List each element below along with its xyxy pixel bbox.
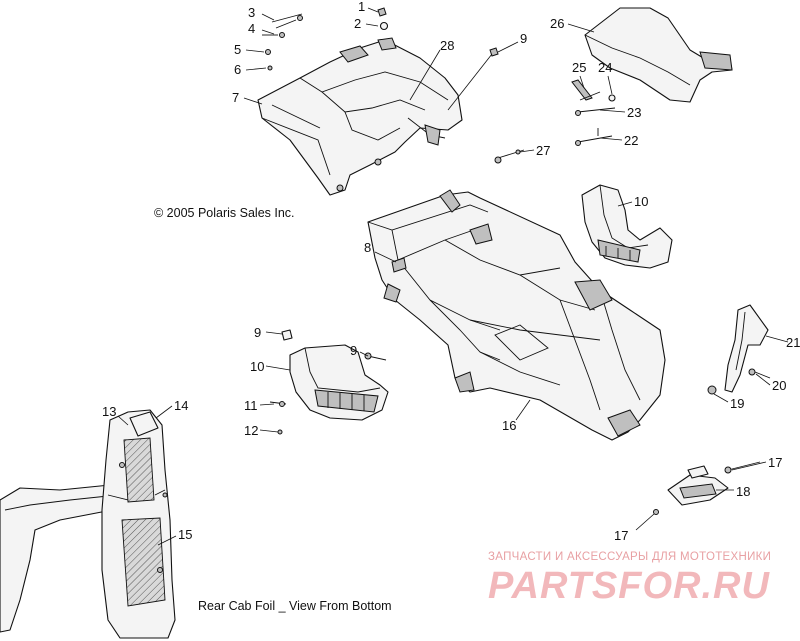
callout-14: 14 (174, 398, 188, 413)
callout-18: 18 (736, 484, 750, 499)
watermark: ЗАПЧАСТИ И АКСЕССУАРЫ ДЛЯ МОТОТЕХНИКИ PA… (488, 551, 771, 607)
callout-24: 24 (598, 60, 612, 75)
copyright-notice: © 2005 Polaris Sales Inc. (154, 206, 295, 220)
seat-latch-hardware (571, 79, 616, 146)
callout-11: 11 (244, 398, 258, 413)
inset-caption: Rear Cab Foil _ View From Bottom (198, 599, 392, 613)
footwell-right (581, 184, 673, 269)
callout-20: 20 (772, 378, 786, 393)
footwell-left (289, 344, 389, 421)
callout-10-right: 10 (634, 194, 648, 209)
callout-12: 12 (244, 423, 258, 438)
skid-plate-18 (653, 461, 761, 515)
leader-lines (117, 7, 789, 546)
callout-25: 25 (572, 60, 586, 75)
callout-4: 4 (248, 21, 255, 36)
seat (584, 7, 733, 103)
callout-17-top: 17 (768, 455, 782, 470)
callout-26: 26 (550, 16, 564, 31)
callout-9-left: 9 (254, 325, 261, 340)
callout-1: 1 (358, 0, 365, 14)
callout-27: 27 (536, 143, 550, 158)
callout-7: 7 (232, 90, 239, 105)
callout-13: 13 (102, 404, 116, 419)
callout-2: 2 (354, 16, 361, 31)
callout-10-left: 10 (250, 359, 264, 374)
callout-17-bottom: 17 (614, 528, 628, 543)
callout-5: 5 (234, 42, 241, 57)
rear-bracket-21 (707, 304, 771, 395)
callout-19: 19 (730, 396, 744, 411)
fastener-group-left (269, 329, 387, 435)
callout-21: 21 (786, 335, 800, 350)
watermark-tagline: ЗАПЧАСТИ И АКСЕССУАРЫ ДЛЯ МОТОТЕХНИКИ (488, 551, 771, 563)
callout-8: 8 (364, 240, 371, 255)
rear-cab-fender (257, 37, 463, 196)
callout-23: 23 (627, 105, 641, 120)
rear-cab-foil-inset (0, 409, 176, 639)
callout-15: 15 (178, 527, 192, 542)
callout-3: 3 (248, 5, 255, 20)
callout-6: 6 (234, 62, 241, 77)
frame (367, 189, 666, 441)
fastener-group-top (262, 7, 389, 71)
callout-9-top: 9 (520, 31, 527, 46)
watermark-logo: PARTSFOR.RU (488, 565, 770, 607)
callout-9-mid: 9 (350, 343, 357, 358)
callout-16: 16 (502, 418, 516, 433)
callout-28: 28 (440, 38, 454, 53)
fastener-27 (494, 149, 525, 164)
callout-22: 22 (624, 133, 638, 148)
callout-labels: 3 4 5 6 7 1 2 28 9 27 26 25 24 23 22 10 … (102, 0, 800, 543)
